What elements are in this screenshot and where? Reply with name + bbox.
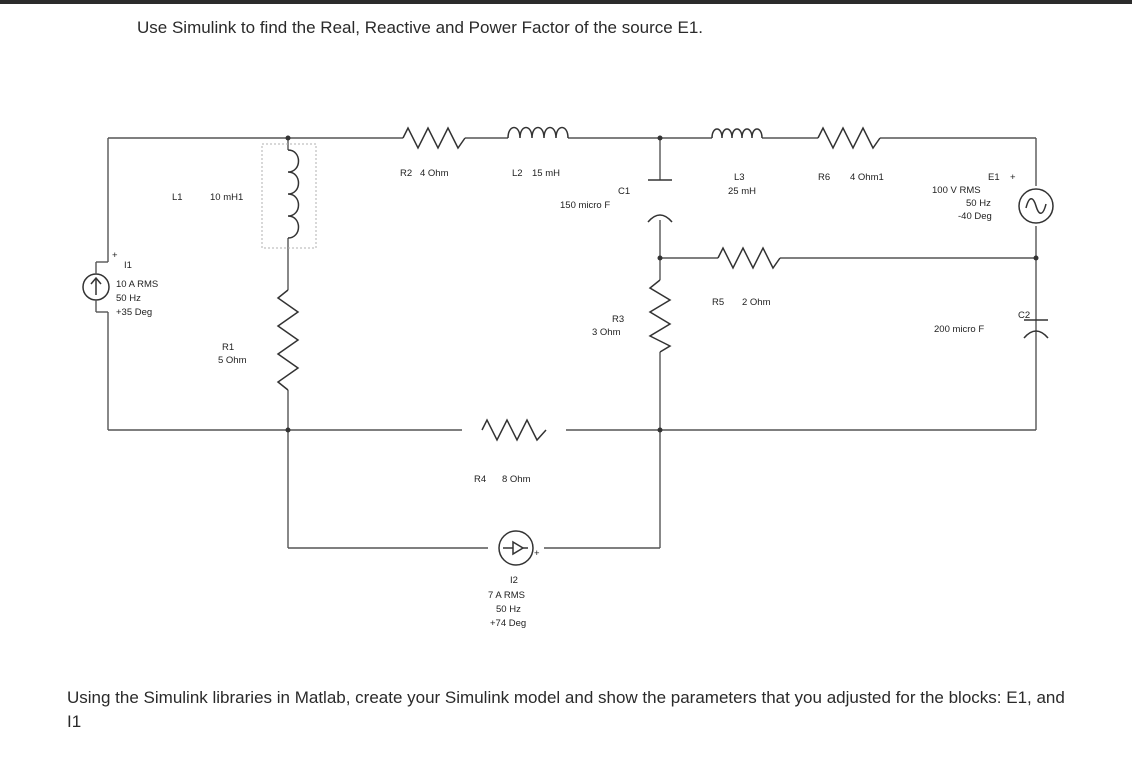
resistor-R3	[648, 279, 672, 353]
resistor-R6	[817, 126, 881, 150]
current-source-I1	[82, 261, 110, 313]
resistor-R1	[276, 289, 300, 391]
label-L1-name: L1	[172, 192, 183, 203]
label-C2-name: C2	[1018, 310, 1030, 321]
resistor-R5	[717, 246, 781, 270]
label-E1-plus: +	[1010, 172, 1016, 183]
label-R5-name: R5	[712, 297, 724, 308]
label-C2-value: 200 micro F	[934, 324, 984, 335]
label-R1-value: 5 Ohm	[218, 355, 247, 366]
label-E1-phase: -40 Deg	[958, 211, 992, 222]
label-L2-value: 15 mH	[532, 168, 560, 179]
question-heading: Use Simulink to find the Real, Reactive …	[137, 18, 703, 37]
label-R6-name: R6	[818, 172, 830, 183]
label-I1-phase: +35 Deg	[116, 307, 152, 318]
label-R4-name: R4	[474, 474, 486, 485]
inductor-L2	[507, 126, 569, 139]
label-E1-name: E1	[988, 172, 1000, 183]
label-L3-value: 25 mH	[728, 186, 756, 197]
label-C1-value: 150 micro F	[560, 200, 610, 211]
label-R2-value: 4 Ohm	[420, 168, 449, 179]
resistor-R4	[481, 418, 547, 442]
label-E1-frequency: 50 Hz	[966, 198, 991, 209]
resistor-R2	[402, 126, 466, 150]
top-border	[0, 0, 1132, 4]
label-R3-value: 3 Ohm	[592, 327, 621, 338]
label-L3-name: L3	[734, 172, 745, 183]
label-R6-value: 4 Ohm1	[850, 172, 884, 183]
label-L1-value: 10 mH1	[210, 192, 243, 203]
circuit-schematic: L1 10 mH1 R2 4 Ohm L2 15 mH C1 150 micro…	[82, 126, 1054, 629]
label-L2-name: L2	[512, 168, 523, 179]
label-R1-name: R1	[222, 342, 234, 353]
capacitor-C2	[1023, 319, 1049, 339]
label-R3-name: R3	[612, 314, 624, 325]
label-I1-amplitude: 10 A RMS	[116, 279, 158, 290]
capacitor-C1	[647, 179, 673, 223]
label-I2-amplitude: 7 A RMS	[488, 590, 525, 601]
label-E1-amplitude: 100 V RMS	[932, 185, 981, 196]
node-dots	[285, 135, 1039, 433]
inductor-L1	[261, 143, 317, 249]
label-I1-plus: +	[112, 250, 118, 261]
label-I1-name: I1	[124, 260, 132, 271]
label-R4-value: 8 Ohm	[502, 474, 531, 485]
wires	[107, 137, 1037, 549]
label-R2-name: R2	[400, 168, 412, 179]
current-source-I2	[498, 530, 534, 566]
voltage-source-E1	[1018, 188, 1054, 224]
label-R5-value: 2 Ohm	[742, 297, 771, 308]
inductor-L3	[711, 128, 763, 139]
label-I2-frequency: 50 Hz	[496, 604, 521, 615]
label-I2-phase: +74 Deg	[490, 618, 526, 629]
label-I2-plus: +	[534, 548, 540, 559]
question-footer: Using the Simulink libraries in Matlab, …	[67, 688, 1065, 731]
label-I1-frequency: 50 Hz	[116, 293, 141, 304]
label-C1-name: C1	[618, 186, 630, 197]
label-I2-name: I2	[510, 575, 518, 586]
